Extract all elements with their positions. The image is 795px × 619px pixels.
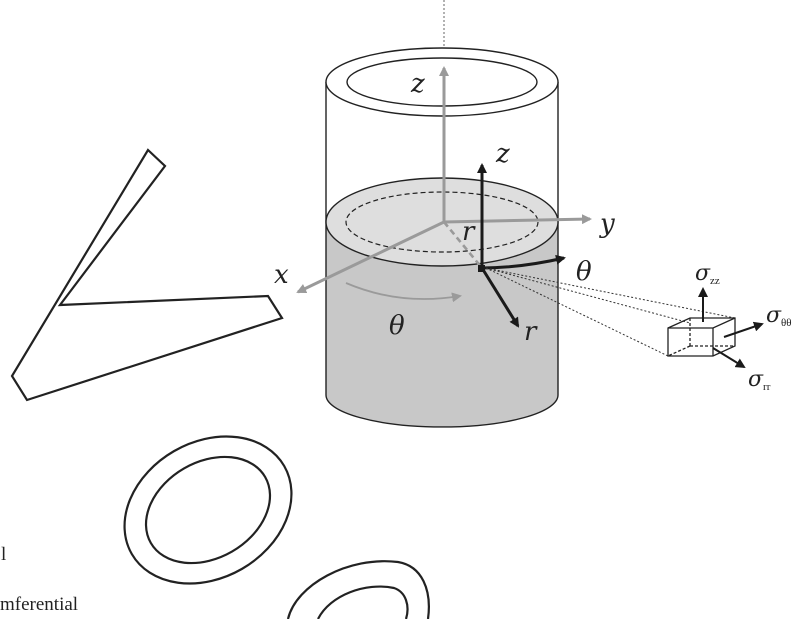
global-y-label: y bbox=[599, 209, 615, 239]
global-y-axis bbox=[443, 214, 592, 225]
local-z-label: z bbox=[495, 139, 510, 169]
global-z-label: z bbox=[410, 69, 425, 99]
projection-line-2 bbox=[485, 267, 669, 357]
local-r-axis bbox=[480, 267, 520, 328]
projection-line-3 bbox=[485, 267, 691, 324]
surface-dashed-circle bbox=[345, 191, 539, 253]
sigma-rr-symbol: σ bbox=[748, 367, 764, 392]
sigma-zz-symbol: σ bbox=[695, 261, 711, 286]
ring-shape-upper bbox=[123, 435, 293, 585]
sigma-rr-label: σrr bbox=[748, 367, 771, 393]
top-rim-outer bbox=[325, 47, 559, 117]
ring-shape-lower bbox=[286, 560, 430, 619]
sigma-rr-subscript: rr bbox=[763, 381, 771, 393]
sigma-thetatheta-arrow bbox=[723, 321, 764, 338]
sigma-thetatheta-subscript: θθ bbox=[781, 317, 792, 329]
v-shape-band bbox=[10, 148, 284, 402]
local-r-upper-label: r bbox=[462, 217, 476, 247]
text-fragment-line2: mferential bbox=[0, 594, 79, 615]
global-theta-label: θ bbox=[389, 311, 405, 341]
text-fragment-line1: l bbox=[1, 544, 7, 565]
sigma-rr-arrow bbox=[712, 347, 746, 369]
liquid-body bbox=[326, 222, 558, 427]
global-x-axis bbox=[296, 220, 445, 294]
top-rim-inner bbox=[346, 57, 538, 107]
local-theta-axis bbox=[481, 254, 566, 270]
sigma-zz-label: σzz bbox=[695, 261, 720, 287]
local-theta-label: θ bbox=[576, 257, 592, 287]
sigma-zz-subscript: zz bbox=[710, 275, 720, 287]
global-x-label: x bbox=[274, 260, 289, 290]
sigma-thetatheta-label: σθθ bbox=[766, 303, 792, 329]
cylinder bbox=[325, 47, 559, 428]
stress-element-cube bbox=[667, 317, 736, 357]
sigma-thetatheta-symbol: σ bbox=[766, 303, 782, 328]
global-theta-arc bbox=[345, 282, 462, 303]
local-origin-point bbox=[478, 265, 485, 272]
local-r-lower-label: r bbox=[524, 317, 538, 347]
